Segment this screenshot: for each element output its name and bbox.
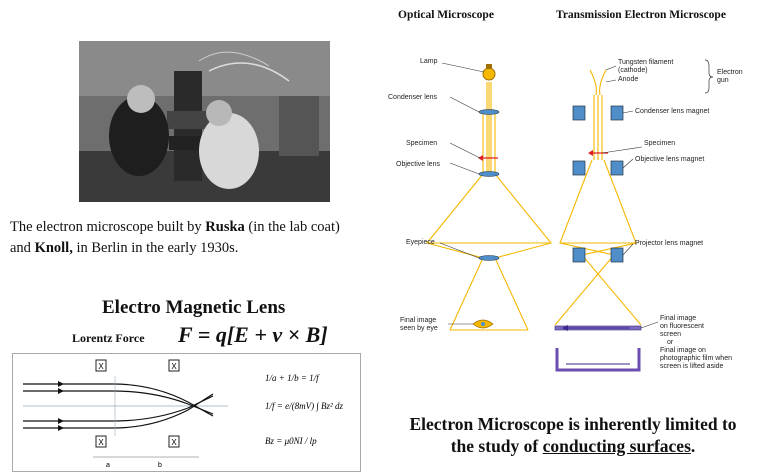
dim-a-label: a: [106, 462, 110, 469]
or-label: or: [667, 339, 674, 346]
tem-magnets: [572, 105, 624, 263]
tem-title: Transmission Electron Microscope: [556, 9, 726, 21]
condenser-magnet-left: [572, 105, 586, 121]
dim-b-label: b: [158, 462, 162, 469]
coil-top-left: [95, 359, 107, 372]
objective-lens-shape: [478, 171, 500, 177]
knoll-name: Knoll,: [34, 240, 73, 256]
em-lens-diagram: X X X X a b 1/a + 1/b = 1/f 1/f = e/(8mV…: [12, 353, 361, 472]
magnetic-field-equation: Bz = μ0NI / lp: [265, 436, 317, 446]
statement-line-2: the study of conducting surfaces.: [450, 436, 696, 456]
coil-bottom-left: [95, 435, 107, 448]
electron-trajectories: [23, 383, 214, 429]
film-label-2: photographic film when: [660, 355, 732, 362]
condenser-magnet-right: [610, 105, 624, 121]
film-tray: [555, 348, 641, 372]
film-label-1: Final image on: [660, 347, 706, 354]
optical-beam: [426, 82, 552, 331]
objective-magnet-left: [572, 160, 586, 176]
condenser-label: Condenser lens: [388, 94, 438, 101]
tem-beam: [554, 69, 642, 326]
final-image-label-2: seen by eye: [400, 325, 438, 332]
projector-magnet-label: Projector lens magnet: [635, 240, 703, 247]
thin-lens-equation: 1/a + 1/b = 1/f: [265, 373, 320, 383]
film-label-3: screen is lifted aside: [660, 363, 724, 370]
focal-length-equation: 1/f = e/(8mV) ∫ Bz² dz: [265, 401, 343, 412]
lorentz-force-equation: F = q[E + v × B]: [178, 322, 328, 347]
ruska-name: Ruska: [205, 219, 245, 235]
lamp-label: Lamp: [420, 58, 438, 65]
em-lens-title: Electro Magnetic Lens: [102, 297, 286, 318]
tem-specimen-label: Specimen: [644, 140, 675, 147]
projector-magnet-left: [572, 247, 586, 263]
filament-label-2: (cathode): [618, 67, 648, 74]
historic-photo: [79, 41, 330, 202]
condenser-lens-shape: [478, 109, 500, 115]
statement-line-1: Electron Microscope is inherently limite…: [409, 414, 737, 434]
coil-top-right: [168, 359, 180, 372]
conducting-surfaces-text: conducting surfaces: [542, 436, 691, 456]
coil-mark-3: X: [98, 438, 104, 447]
projector-magnet-right: [610, 247, 624, 263]
filament-label-1: Tungsten filament: [618, 59, 673, 66]
electron-gun-brace: [704, 59, 714, 94]
screen-label-2: on fluorescent: [660, 323, 704, 330]
lamp-icon: [482, 67, 496, 81]
lorentz-force-label: Lorentz Force: [72, 331, 145, 345]
objective-label: Objective lens: [396, 161, 440, 168]
optical-title: Optical Microscope: [398, 9, 494, 21]
coil-mark-2: X: [171, 362, 177, 371]
electron-gun-label-1: Electron: [717, 69, 743, 76]
screen-label-1: Final image: [660, 315, 696, 322]
objective-magnet-right: [610, 160, 624, 176]
coil-mark-4: X: [171, 438, 177, 447]
eyepiece-lens-shape: [478, 255, 500, 261]
anode-label: Anode: [618, 76, 638, 83]
coil-mark-1: X: [98, 362, 104, 371]
limitation-statement: Electron Microscope is inherently limite…: [379, 413, 767, 457]
final-image-label-1: Final image: [400, 317, 436, 324]
specimen-label: Specimen: [406, 140, 437, 147]
objective-magnet-label: Objective lens magnet: [635, 156, 704, 163]
photo-caption: The electron microscope built by Ruska (…: [10, 219, 340, 256]
screen-label-3: screen: [660, 331, 681, 338]
electron-gun-label-2: gun: [717, 77, 729, 84]
eyepiece-label: Eyepiece: [406, 239, 435, 246]
condenser-magnet-label: Condenser lens magnet: [635, 108, 709, 115]
coil-bottom-right: [168, 435, 180, 448]
microscope-comparison-diagram: Lamp Condenser lens Specimen Objective l…: [388, 58, 743, 372]
